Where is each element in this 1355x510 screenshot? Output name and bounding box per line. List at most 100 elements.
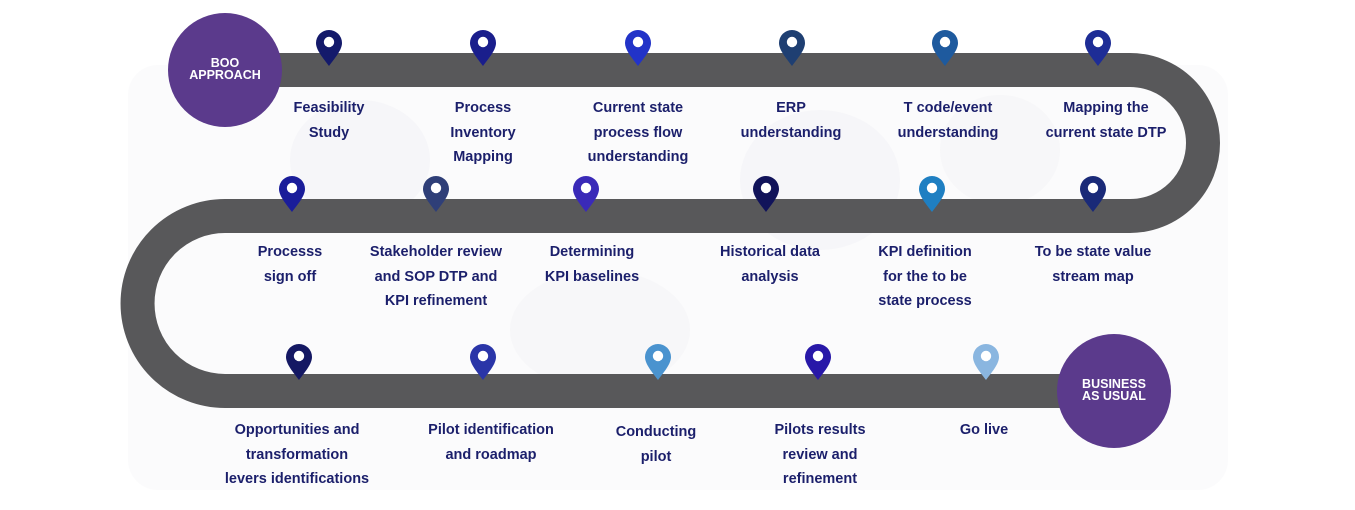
- step-label-line: understanding: [740, 124, 842, 141]
- map-pin-icon: [932, 30, 958, 66]
- map-pin-body: [279, 176, 305, 212]
- end-label-line-2: AS USUAL: [1082, 389, 1146, 403]
- map-pin-body: [805, 344, 831, 380]
- map-pin-dot: [939, 36, 951, 48]
- map-pin-icon: [470, 344, 496, 380]
- map-pin-body: [286, 344, 312, 380]
- map-pin-body: [625, 30, 651, 66]
- step-label: Current state process flow understanding: [588, 96, 689, 170]
- step-label-line: and roadmap: [445, 446, 537, 463]
- map-pin-dot: [323, 36, 335, 48]
- step-label-line: Conducting: [615, 424, 697, 440]
- map-pin-icon: [973, 344, 999, 380]
- map-pin-icon: [919, 176, 945, 212]
- map-pin-dot: [632, 36, 644, 48]
- map-pin-body: [779, 30, 805, 66]
- map-pin-icon: [625, 30, 651, 66]
- step-label-line: understanding: [587, 149, 689, 165]
- step-label-line: Process: [454, 100, 512, 116]
- map-pin-icon: [286, 344, 312, 380]
- step-label: Pilot identification and roadmap: [428, 418, 554, 467]
- step-label-line: Mapping: [453, 149, 513, 165]
- step-label-line: Historical data: [720, 244, 820, 260]
- step-label: Historical data analysis: [720, 240, 820, 289]
- map-pin-icon: [779, 30, 805, 66]
- step-label-line: Inventory: [450, 124, 516, 141]
- step-label-line: Go live: [959, 422, 1009, 438]
- map-pin-body: [1080, 176, 1106, 212]
- step-label-line: Pilots results: [774, 422, 866, 438]
- map-pin-dot: [580, 182, 592, 194]
- map-pin-body: [645, 344, 671, 380]
- map-pin-icon: [470, 30, 496, 66]
- step-label-line: for the to be: [883, 268, 967, 285]
- map-pin-dot: [652, 350, 664, 362]
- step-label-line: Pilot identification: [428, 422, 554, 438]
- map-pin-icon: [423, 176, 449, 212]
- step-label-line: understanding: [897, 124, 999, 141]
- map-pin-icon: [645, 344, 671, 380]
- step-label-line: KPI definition: [878, 244, 972, 260]
- step-label-line: T code/event: [903, 100, 993, 116]
- map-pin-body: [1085, 30, 1111, 66]
- step-label-line: process flow: [593, 124, 683, 141]
- step-label-line: review and: [782, 446, 858, 463]
- step-label: Go live: [960, 418, 1008, 443]
- start-label-line-1: BOO: [210, 56, 240, 70]
- map-pin-body: [470, 30, 496, 66]
- map-pin-icon: [316, 30, 342, 66]
- step-label-line: To be state value: [1034, 244, 1152, 260]
- map-pin-icon: [1080, 176, 1106, 212]
- step-label-line: Current state: [592, 100, 684, 116]
- map-pin-dot: [286, 182, 298, 194]
- map-pin-icon: [805, 344, 831, 380]
- map-pin-body: [753, 176, 779, 212]
- step-label-line: Mapping the: [1063, 100, 1149, 116]
- step-label-line: pilot: [640, 448, 672, 465]
- map-pin-dot: [812, 350, 824, 362]
- roadmap-road: [120, 53, 1220, 408]
- step-label-line: Stakeholder review: [369, 244, 503, 260]
- step-label-line: analysis: [741, 268, 799, 285]
- map-pin-icon: [753, 176, 779, 212]
- end-label-line-1: BUSINESS: [1082, 377, 1146, 391]
- start-label: BOO APPROACH: [170, 56, 280, 82]
- step-label-line: and SOP DTP and: [374, 268, 498, 285]
- map-pin-body: [316, 30, 342, 66]
- map-pin-dot: [477, 36, 489, 48]
- step-label-line: Study: [308, 124, 350, 141]
- map-pin-dot: [926, 182, 938, 194]
- map-pin-dot: [786, 36, 798, 48]
- map-pin-body: [470, 344, 496, 380]
- map-pin-icon: [573, 176, 599, 212]
- start-label-line-2: APPROACH: [189, 68, 261, 82]
- map-pin-body: [932, 30, 958, 66]
- step-label-line: Determining: [549, 244, 635, 260]
- step-label-line: state process: [878, 293, 972, 309]
- step-label: KPI definition for the to be state process: [878, 240, 972, 314]
- map-pin-dot: [980, 350, 992, 362]
- map-pin-icon: [1085, 30, 1111, 66]
- step-label-line: Opportunities and: [234, 422, 360, 438]
- start-circle: [168, 13, 282, 127]
- map-pin-icon: [279, 176, 305, 212]
- step-label: T code/event understanding: [898, 96, 999, 145]
- map-pin-body: [573, 176, 599, 212]
- pin-markers: [279, 30, 1111, 380]
- step-label-line: Feasibility: [293, 100, 365, 116]
- step-label-line: sign off: [263, 268, 317, 285]
- end-circle: [1057, 334, 1171, 448]
- map-pin-body: [423, 176, 449, 212]
- map-pin-dot: [477, 350, 489, 362]
- step-label-line: KPI refinement: [384, 293, 488, 309]
